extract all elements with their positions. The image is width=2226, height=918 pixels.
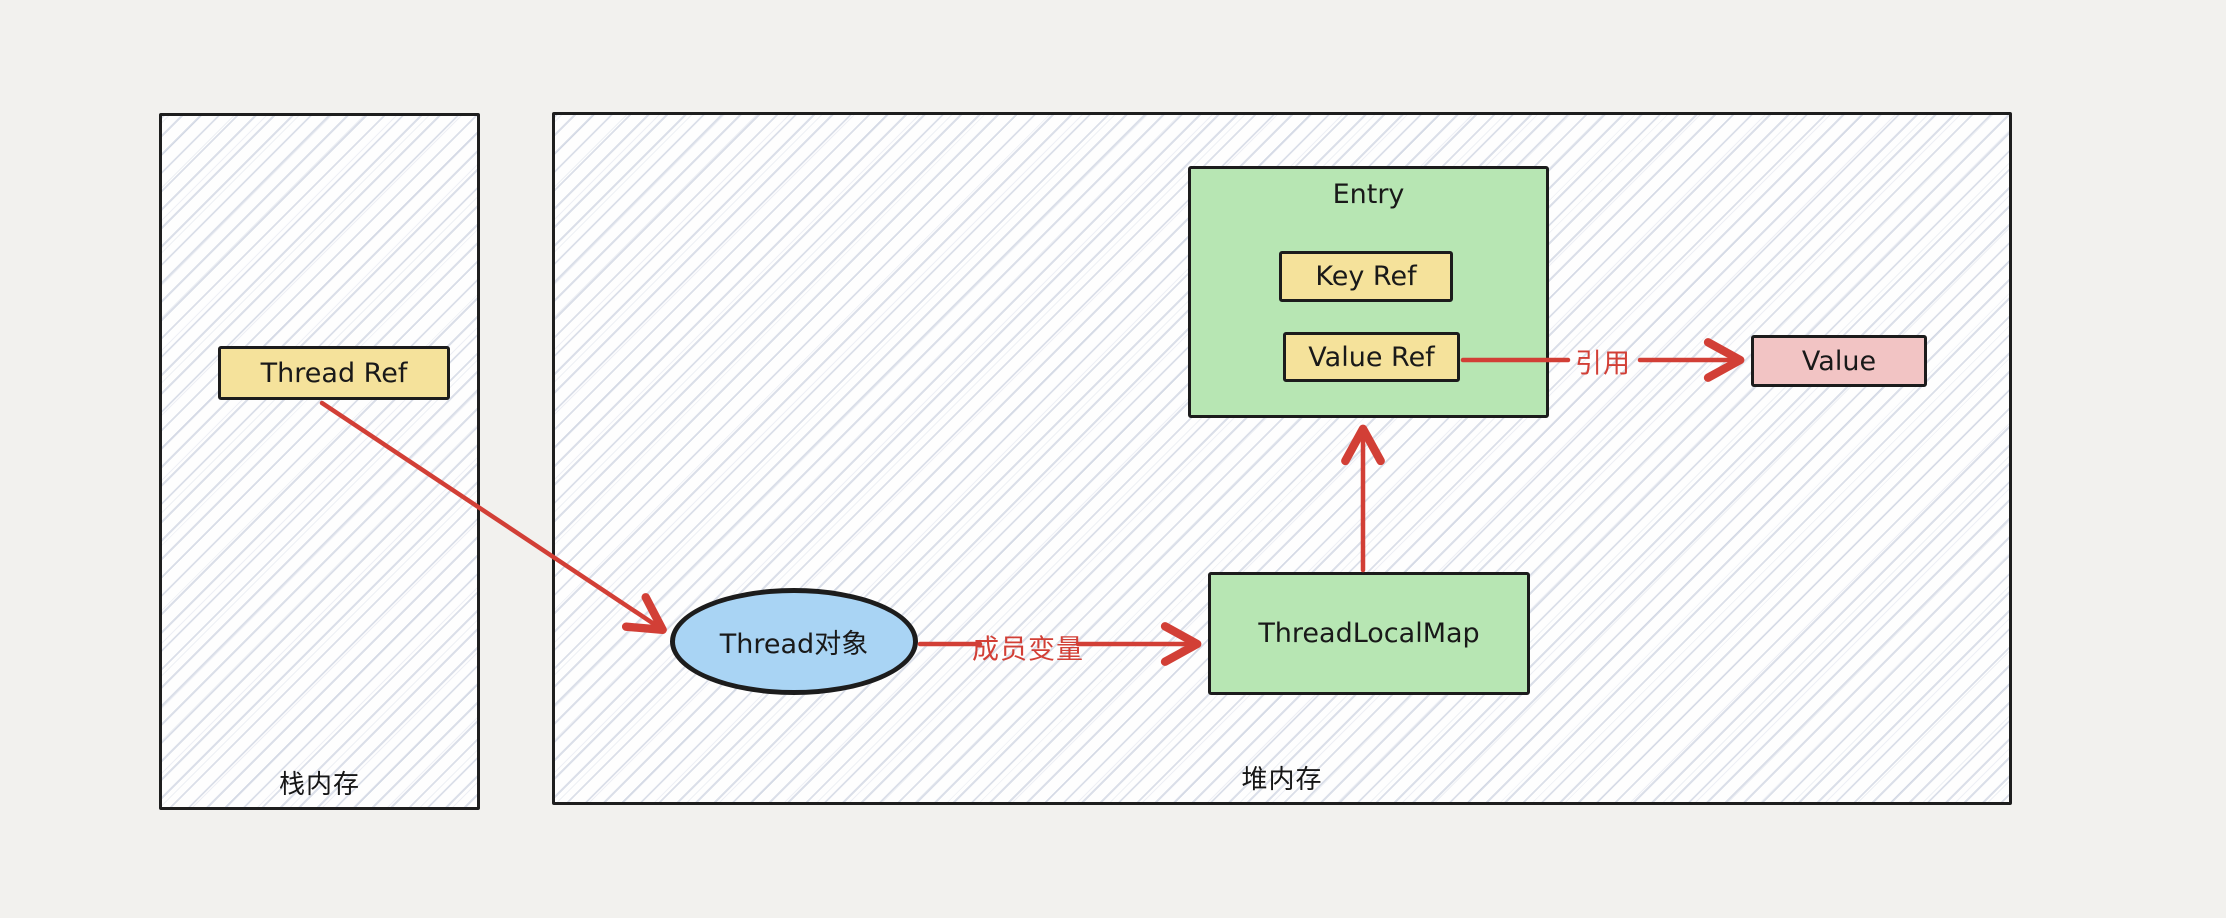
stack-memory-region: 栈内存 xyxy=(159,113,480,810)
member-variable-arrow-label: 成员变量 xyxy=(972,634,1084,666)
thread-object-node: Thread对象 xyxy=(670,588,918,695)
value-ref-label: Value Ref xyxy=(1308,341,1435,373)
reference-arrow-label: 引用 xyxy=(1575,348,1631,380)
value-node: Value xyxy=(1751,335,1927,387)
thread-local-map-label: ThreadLocalMap xyxy=(1258,618,1480,649)
thread-ref-label: Thread Ref xyxy=(260,357,408,389)
stack-memory-label: 栈内存 xyxy=(278,770,361,800)
heap-memory-label: 堆内存 xyxy=(1241,765,1323,795)
thread-ref-node: Thread Ref xyxy=(218,346,450,400)
value-label: Value xyxy=(1801,345,1877,377)
value-ref-node: Value Ref xyxy=(1283,332,1460,382)
key-ref-label: Key Ref xyxy=(1315,261,1417,292)
key-ref-node: Key Ref xyxy=(1279,251,1453,302)
thread-object-label: Thread对象 xyxy=(719,629,869,660)
thread-local-map-node: ThreadLocalMap xyxy=(1208,572,1530,695)
entry-label: Entry xyxy=(1332,179,1405,210)
